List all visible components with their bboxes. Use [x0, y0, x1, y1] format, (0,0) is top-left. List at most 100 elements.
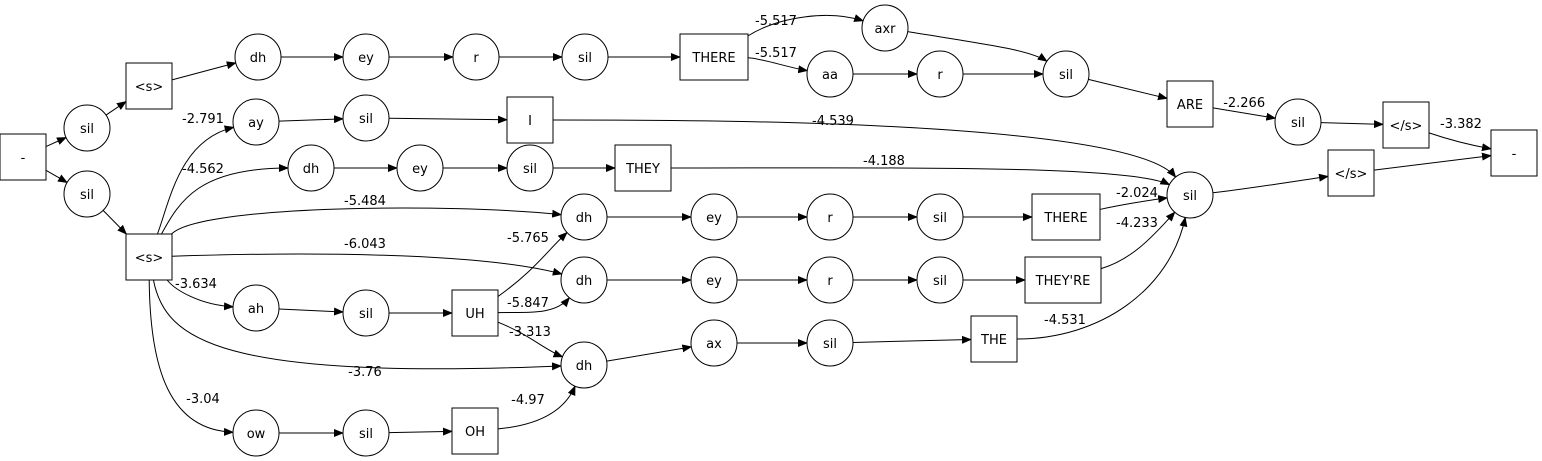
node-label: sil — [933, 274, 947, 289]
phone-node-sil_ow: sil — [342, 409, 390, 457]
phone-circle — [232, 409, 280, 457]
edge-score-label: -4.539 — [812, 114, 854, 129]
node-label: UH — [465, 307, 484, 322]
phone-node-sil_hub: sil — [1166, 171, 1214, 219]
edge-uh-to-dh5 — [497, 321, 564, 358]
edge-oh-to-dh5 — [497, 385, 576, 430]
edge-sil_ow-to-oh — [388, 427, 453, 436]
node-label: sil — [523, 162, 537, 177]
edge-they-to-sil_hub — [670, 167, 1171, 186]
node-label: THERE — [691, 51, 735, 66]
node-label: r — [827, 211, 833, 226]
node-label: sil — [1059, 68, 1073, 83]
word-node-there1: THERE — [679, 33, 749, 81]
node-label: <s> — [135, 80, 164, 95]
phone-circle — [916, 50, 964, 98]
phone-circle — [806, 50, 854, 98]
word-box — [970, 315, 1018, 363]
node-label: sil — [80, 188, 94, 203]
edge-sil_end1-to-send1 — [1320, 120, 1384, 129]
phone-node-ow: ow — [232, 409, 280, 457]
phone-circle — [560, 341, 608, 389]
node-label: ey — [358, 51, 374, 66]
word-box — [614, 144, 672, 192]
edge-i_word-to-sil_hub — [552, 119, 1177, 178]
word-node-send1: </s> — [1382, 101, 1430, 149]
node-label: r — [827, 274, 833, 289]
phone-circle — [690, 193, 738, 241]
phone-circle — [1042, 50, 1090, 98]
edge-there1-to-axr — [747, 14, 865, 37]
phone-circle — [63, 104, 111, 152]
edge-sil_a-to-s_top — [105, 101, 127, 116]
edge-uh-to-dh3 — [497, 231, 568, 297]
word-box — [125, 233, 173, 281]
word-node-end: - — [1490, 129, 1538, 177]
phone-node-dh2: dh — [287, 144, 335, 192]
phone-node-r_aa: r — [916, 50, 964, 98]
phone-node-sil_ay: sil — [342, 94, 390, 142]
edge-score-label: -4.562 — [182, 162, 224, 177]
node-label: dh — [576, 359, 593, 374]
word-box — [451, 289, 499, 337]
phone-node-sil_a: sil — [63, 104, 111, 152]
node-label: THEY'RE — [1035, 274, 1091, 289]
word-node-start: - — [0, 133, 47, 181]
edge-s_main-to-dh4 — [171, 253, 563, 276]
phone-circle — [396, 144, 444, 192]
word-box — [1382, 101, 1430, 149]
phone-node-ey2: ey — [396, 144, 444, 192]
edge-start-to-sil_a — [45, 137, 67, 148]
phone-node-ey4: ey — [690, 256, 738, 304]
phone-node-ax: ax — [690, 319, 738, 367]
edge-score-label: -3.04 — [186, 392, 220, 407]
node-label: axr — [874, 22, 896, 37]
word-box — [0, 133, 47, 181]
edge-score-label: -4.97 — [511, 393, 545, 408]
edge-ah-to-sil_ah — [278, 307, 345, 316]
edge-are-to-sil_end1 — [1212, 107, 1277, 121]
word-box — [679, 33, 749, 81]
node-label: THEY — [625, 162, 660, 177]
phone-node-sil_end1: sil — [1274, 98, 1322, 146]
edge-s_main-to-ay — [157, 125, 235, 235]
edge-s_top-to-dh1 — [171, 61, 237, 81]
phone-circle — [916, 256, 964, 304]
phone-circle — [1274, 98, 1322, 146]
edge-score-label: -3.634 — [175, 277, 217, 292]
phone-circle — [560, 193, 608, 241]
phone-circle — [806, 256, 854, 304]
node-label: dh — [250, 51, 267, 66]
word-box — [1031, 193, 1101, 241]
word-box — [125, 62, 173, 110]
node-label: THERE — [1043, 211, 1087, 226]
edge-score-label: -5.847 — [507, 296, 549, 311]
word-box — [1490, 129, 1538, 177]
edge-score-label: -3.382 — [1440, 117, 1482, 132]
node-label: </s> — [1335, 167, 1368, 182]
node-label: sil — [359, 307, 373, 322]
edge-there3-to-sil_hub — [1099, 195, 1169, 210]
phone-circle — [560, 256, 608, 304]
phone-circle — [234, 33, 282, 81]
word-node-s_main: <s> — [125, 233, 173, 281]
edge-sil_hub-to-send2 — [1212, 173, 1329, 194]
edge-sil_ay-to-i_word — [388, 115, 508, 124]
phone-node-sil2: sil — [506, 144, 554, 192]
node-label: - — [21, 151, 26, 166]
edge-s_main-to-dh2 — [161, 164, 289, 235]
edges-layer: -5.517-5.517-2.266-3.382-2.791-4.539-4.5… — [45, 14, 1492, 437]
phone-circle — [861, 4, 909, 52]
edge-there1-to-aa — [747, 57, 809, 74]
phone-circle — [232, 98, 280, 146]
node-label: sil — [578, 51, 592, 66]
phone-circle — [287, 144, 335, 192]
edge-score-label: -5.765 — [507, 231, 549, 246]
edge-ay-to-sil_ay — [278, 115, 345, 124]
node-label: ARE — [1177, 98, 1203, 113]
phone-node-dh4: dh — [560, 256, 608, 304]
node-label: ah — [248, 302, 264, 317]
node-label: - — [1512, 147, 1517, 162]
node-label: aa — [822, 68, 838, 83]
